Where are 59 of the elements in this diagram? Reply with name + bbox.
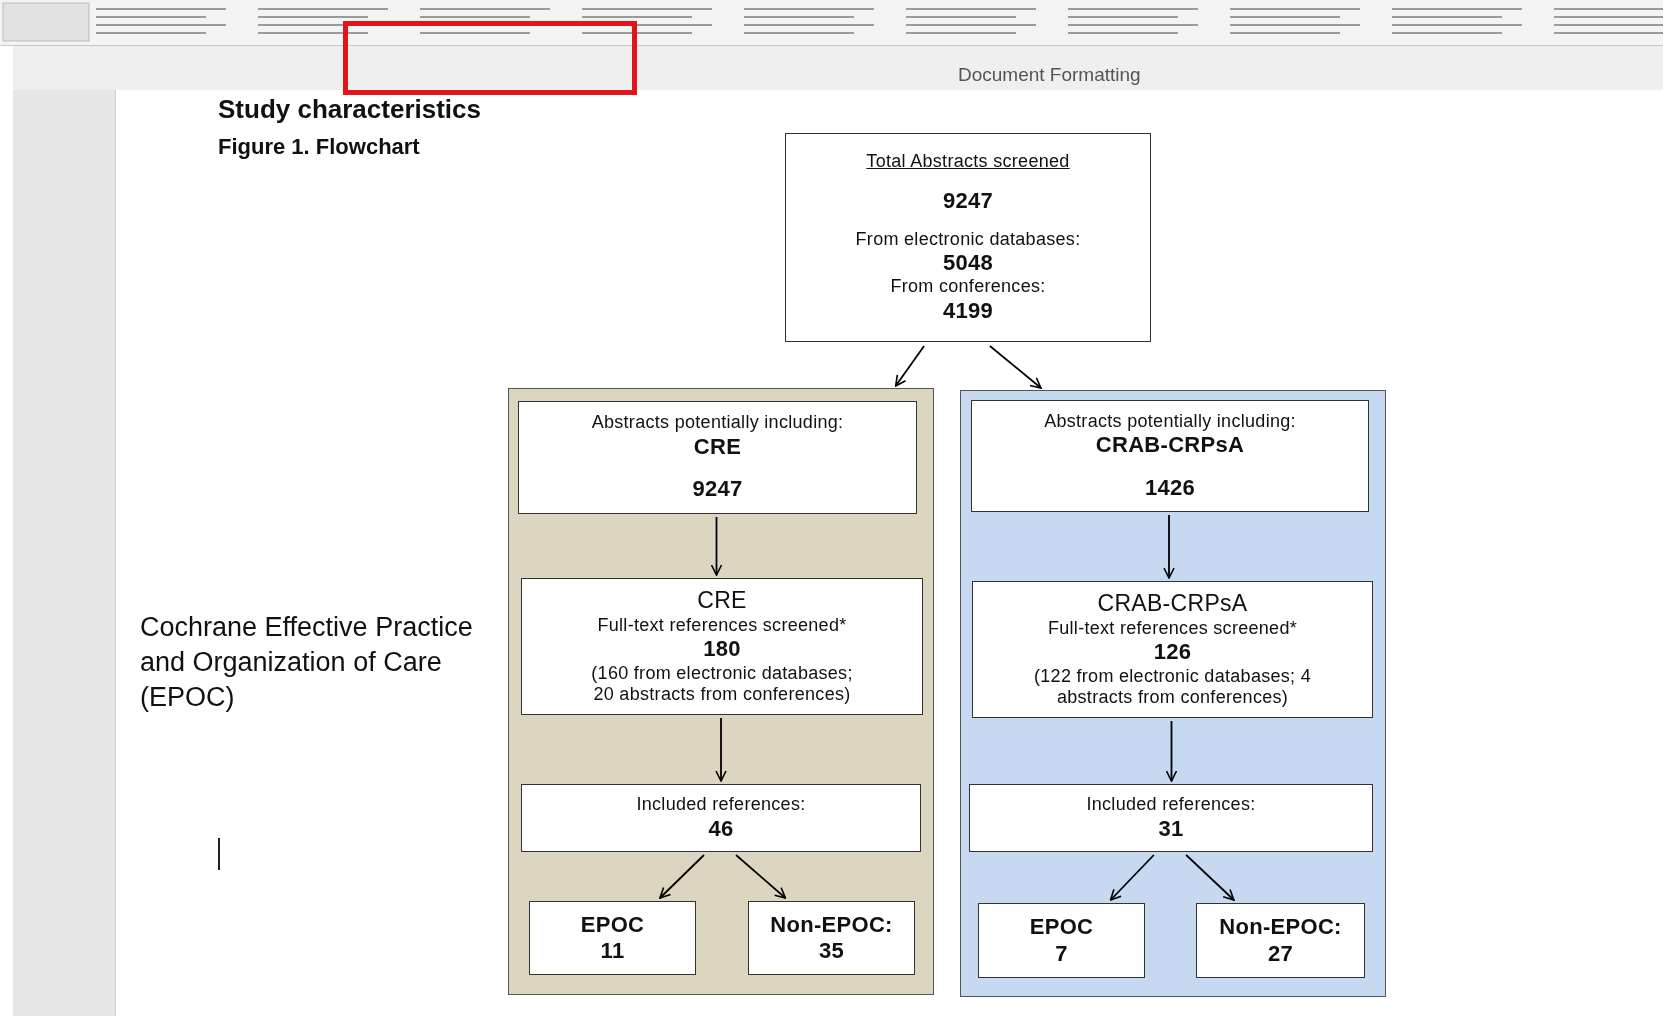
count-value: 35 [818, 938, 845, 965]
flow-box [971, 400, 1369, 512]
overlay-note: Cochrane Effective Practice and Organization of Care (EPOC) [140, 611, 474, 715]
count-value: 1426 [1144, 474, 1196, 502]
section-label: Document Formatting [958, 64, 1141, 86]
flow-box [521, 784, 921, 852]
count-value: 7 [1055, 940, 1068, 967]
box-text: (122 from electronic databases; 4 abstracts from conferences) [1032, 665, 1312, 709]
box-text: Abstracts potentially including: [591, 412, 844, 434]
box-heading: Total Abstracts screened [866, 150, 1070, 173]
group-panel [508, 388, 934, 995]
count-value: 4199 [942, 298, 994, 325]
flow-box [1196, 903, 1365, 978]
box-text: Included references: [1086, 794, 1256, 816]
flow-box [969, 784, 1373, 852]
flow-box [972, 581, 1373, 718]
arrow [1185, 854, 1235, 901]
group-panel [960, 390, 1386, 997]
count-value: 31 [1158, 815, 1184, 842]
box-text: (160 from electronic databases; 20 abstracts from conferences) [590, 662, 854, 706]
count-value: 11 [600, 938, 625, 965]
count-value: CRAB-CRPsA [1095, 432, 1245, 459]
flow-box [978, 903, 1145, 978]
arrow [735, 854, 787, 899]
arrow [715, 717, 727, 782]
box-text: Full-text references screened* [597, 614, 847, 637]
box-heading: CRE [697, 587, 747, 615]
count-value: CRE [693, 433, 742, 461]
arrow [659, 854, 705, 899]
count-value: 126 [1153, 639, 1192, 666]
box-text: From conferences: [890, 276, 1046, 299]
box-text: From electronic databases: [855, 228, 1081, 251]
flow-box [518, 401, 917, 514]
count-value: 46 [708, 815, 734, 842]
count-value: EPOC [1029, 914, 1094, 941]
box-text: Full-text references screened* [1047, 617, 1298, 640]
box-heading: CRAB-CRPsA [1097, 590, 1248, 618]
flow-box [785, 133, 1151, 342]
count-value: 5048 [942, 250, 994, 277]
section-heading: Study characteristics [218, 94, 481, 125]
flow-box [529, 901, 696, 975]
count-value: EPOC [580, 911, 645, 938]
flow-box [748, 901, 915, 975]
box-text: Included references: [636, 794, 806, 816]
box-text: Abstracts potentially including: [1044, 410, 1296, 433]
count-value: 9247 [942, 188, 994, 215]
count-value: 9247 [692, 476, 743, 503]
arrow [1165, 720, 1178, 782]
count-value: 27 [1267, 940, 1294, 967]
count-value: Non-EPOC: [1219, 914, 1342, 941]
arrow [1163, 514, 1175, 579]
figure-title: Figure 1. Flowchart [218, 134, 420, 160]
flow-box [521, 578, 923, 715]
arrow [894, 345, 925, 387]
arrow [989, 345, 1042, 389]
count-value: Non-EPOC: [770, 911, 893, 938]
count-value: 180 [703, 636, 741, 663]
arrow [1109, 854, 1155, 901]
arrow [710, 516, 723, 576]
